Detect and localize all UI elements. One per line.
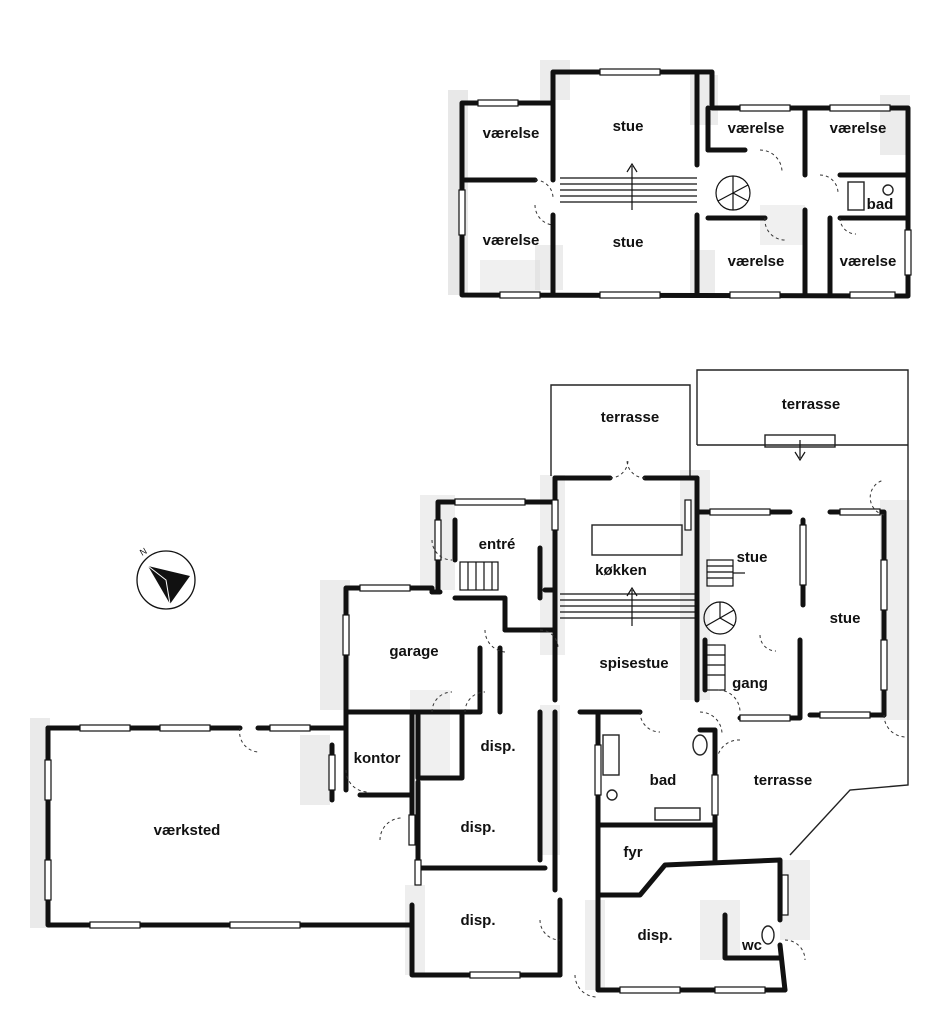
room-label-disp-2: disp. (460, 819, 495, 836)
room-label-terrasse-n1: terrasse (601, 409, 659, 426)
upper-stair-lines (560, 162, 697, 210)
room-label-disp-3: disp. (460, 912, 495, 929)
room-label-stue-upper-s: stue (613, 234, 644, 251)
living-room-stair (706, 559, 745, 587)
room-label-wc: wc (741, 937, 762, 954)
room-label-gang: gang (732, 675, 768, 692)
room-label-kontor: kontor (354, 750, 401, 767)
upper-spiral-stair (715, 175, 751, 211)
room-label-vaerelse-se1: værelse (728, 253, 785, 270)
north-compass: N (136, 546, 196, 610)
room-label-bad: bad (650, 772, 677, 789)
room-label-stue-small: stue (737, 549, 768, 566)
kitchen-stair-lines (560, 524, 697, 626)
room-label-kokken: køkken (595, 562, 647, 579)
room-label-bad-upper: bad (867, 196, 894, 213)
room-label-entre: entré (479, 536, 516, 553)
room-label-vaerelse-ne2: værelse (830, 120, 887, 137)
room-label-stue-upper-n: stue (613, 118, 644, 135)
compass-arrow-icon (148, 566, 190, 604)
room-label-disp-4: disp. (637, 927, 672, 944)
room-label-garage: garage (389, 643, 438, 660)
room-label-fyr: fyr (623, 844, 642, 861)
upper-floor-plan (448, 60, 912, 299)
room-label-vaerelse-ne1: værelse (728, 120, 785, 137)
room-label-spisestue: spisestue (599, 655, 668, 672)
ground-spiral-stair (703, 601, 737, 635)
room-label-terrasse-e: terrasse (754, 772, 812, 789)
room-label-stue-large: stue (830, 610, 861, 627)
entry-stair (459, 561, 499, 591)
room-label-vaerksted: værksted (154, 822, 221, 839)
room-label-vaerelse-nw: værelse (483, 125, 540, 142)
room-label-vaerelse-se2: værelse (840, 253, 897, 270)
gang-stair (704, 644, 726, 691)
room-label-disp-1: disp. (480, 738, 515, 755)
room-label-vaerelse-sw: værelse (483, 232, 540, 249)
ground-floor-plan (30, 369, 910, 998)
room-label-terrasse-n2: terrasse (782, 396, 840, 413)
compass-north-label: N (138, 546, 149, 558)
